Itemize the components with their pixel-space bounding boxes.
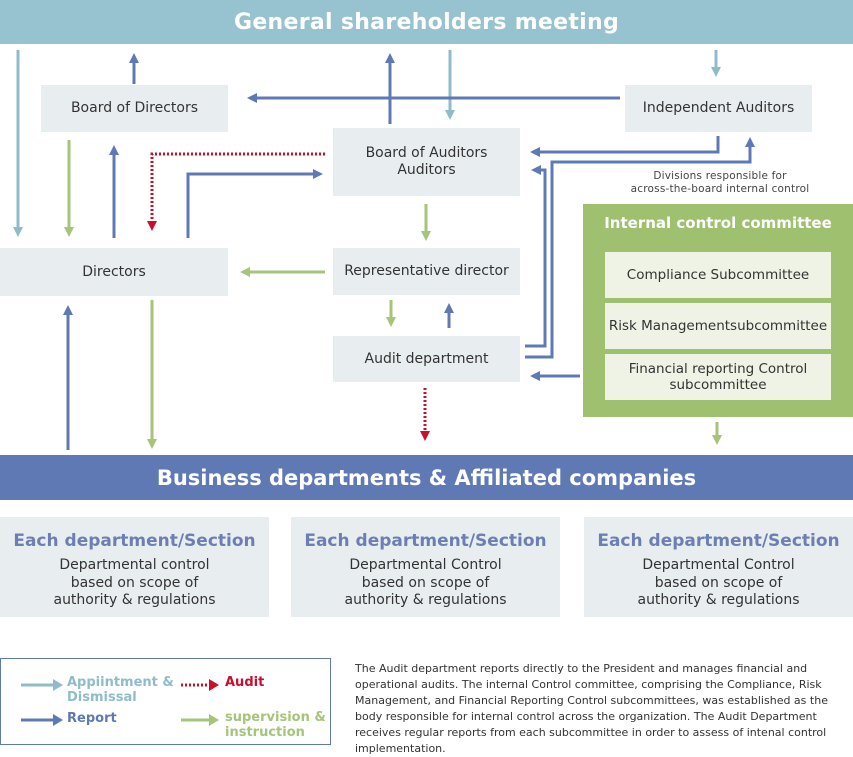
legend-supervision-label: supervision & instruction	[225, 710, 326, 741]
compliance-subcommittee: Compliance Subcommittee	[605, 252, 831, 298]
legend: Appiintment & Dismissal Audit Report sup…	[0, 658, 331, 745]
legend-report-label: Report	[67, 711, 117, 726]
section-description: Departmental Control based on scope of a…	[291, 557, 560, 610]
risk-management-subcommittee: Risk Managementsubcommittee	[605, 303, 831, 349]
board-of-auditors-label: Board of Auditors	[365, 145, 488, 162]
section-line: Departmental Control	[349, 557, 502, 573]
representative-director-box: Representative director	[333, 248, 520, 295]
arrow-audit-to-independent	[525, 137, 755, 359]
financial-reporting-subcommittee: Financial reporting Control subcommittee	[605, 354, 831, 400]
arrow-directors-to-auditors	[186, 169, 323, 238]
legend-line: Dismissal	[67, 689, 137, 705]
department-section-1: Each department/Section Departmental con…	[0, 517, 269, 617]
directors-box: Directors	[0, 248, 228, 296]
business-departments-bar: Business departments & Affiliated compan…	[0, 455, 853, 500]
legend-line: instruction	[225, 724, 305, 740]
auditors-label: Auditors	[397, 162, 456, 178]
legend-line: Appiintment &	[67, 675, 174, 690]
section-line: based on scope of	[654, 574, 783, 591]
arrow-independent-to-auditors	[530, 136, 720, 157]
section-description: Departmental control based on scope of a…	[0, 557, 269, 610]
department-section-2: Each department/Section Departmental Con…	[291, 517, 560, 617]
section-line: authority & regulations	[637, 592, 800, 608]
shareholders-meeting-bar: General shareholders meeting	[0, 0, 853, 44]
explanatory-note: The Audit department reports directly to…	[355, 662, 828, 755]
section-title: Each department/Section	[304, 531, 547, 551]
section-title: Each department/Section	[13, 531, 256, 551]
section-line: authority & regulations	[344, 592, 507, 608]
legend-line: supervision &	[225, 710, 326, 725]
department-section-3: Each department/Section Departmental Con…	[584, 517, 853, 617]
section-description: Departmental Control based on scope of a…	[584, 557, 853, 610]
legend-swatches	[21, 679, 219, 726]
internal-control-committee-title: Internal control committee	[604, 214, 832, 232]
arrow-audit-to-auditors	[525, 165, 547, 348]
board-of-directors-box: Board of Directors	[41, 85, 228, 132]
section-line: based on scope of	[70, 574, 199, 591]
section-line: Departmental Control	[642, 557, 795, 573]
legend-audit-label: Audit	[225, 675, 265, 690]
board-of-auditors-box: Board of Auditors Auditors	[333, 128, 520, 196]
arrow-audit-directors	[147, 152, 325, 231]
section-line: authority & regulations	[53, 592, 216, 608]
divisions-note-line1: Divisions responsible for	[653, 170, 787, 182]
divisions-note: Divisions responsible for across-the-boa…	[600, 170, 840, 196]
independent-auditors-box: Independent Auditors	[625, 85, 812, 132]
divisions-note-line2: across-the-board internal control	[630, 183, 810, 196]
section-line: based on scope of	[361, 574, 490, 591]
section-line: Departmental control	[59, 557, 210, 573]
audit-department-box: Audit department	[333, 336, 520, 382]
section-title: Each department/Section	[597, 531, 840, 551]
legend-appointment-label: Appiintment & Dismissal	[67, 675, 174, 706]
